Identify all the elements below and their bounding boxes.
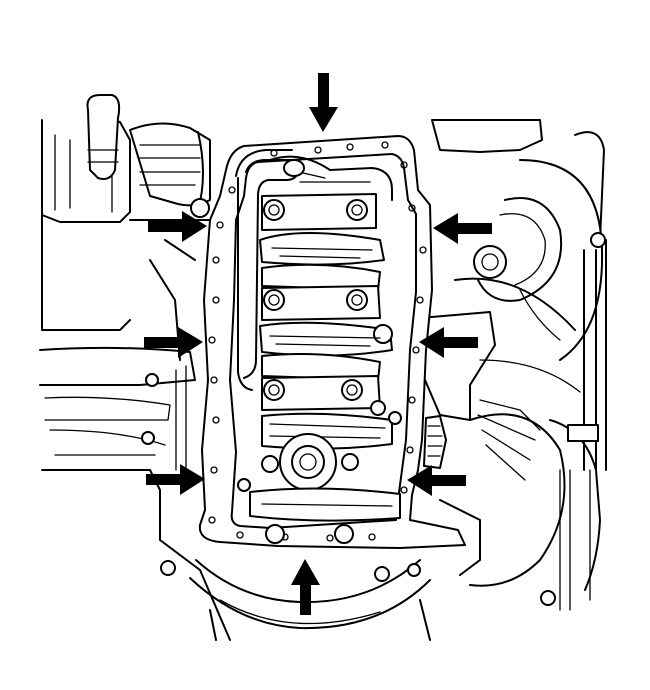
arrow-left-upper xyxy=(148,211,207,242)
crankshaft-assembly xyxy=(235,149,447,544)
engine-block-right xyxy=(419,119,607,611)
arrow-top xyxy=(309,73,338,132)
arrow-left-middle xyxy=(144,327,203,358)
engine-block-left xyxy=(39,94,231,641)
arrow-right-lower xyxy=(407,465,466,496)
arrow-right-middle xyxy=(419,327,478,358)
arrow-bottom xyxy=(291,559,320,615)
arrow-left-lower xyxy=(146,464,205,495)
arrow-right-upper xyxy=(433,213,492,244)
callout-arrows xyxy=(144,73,492,615)
